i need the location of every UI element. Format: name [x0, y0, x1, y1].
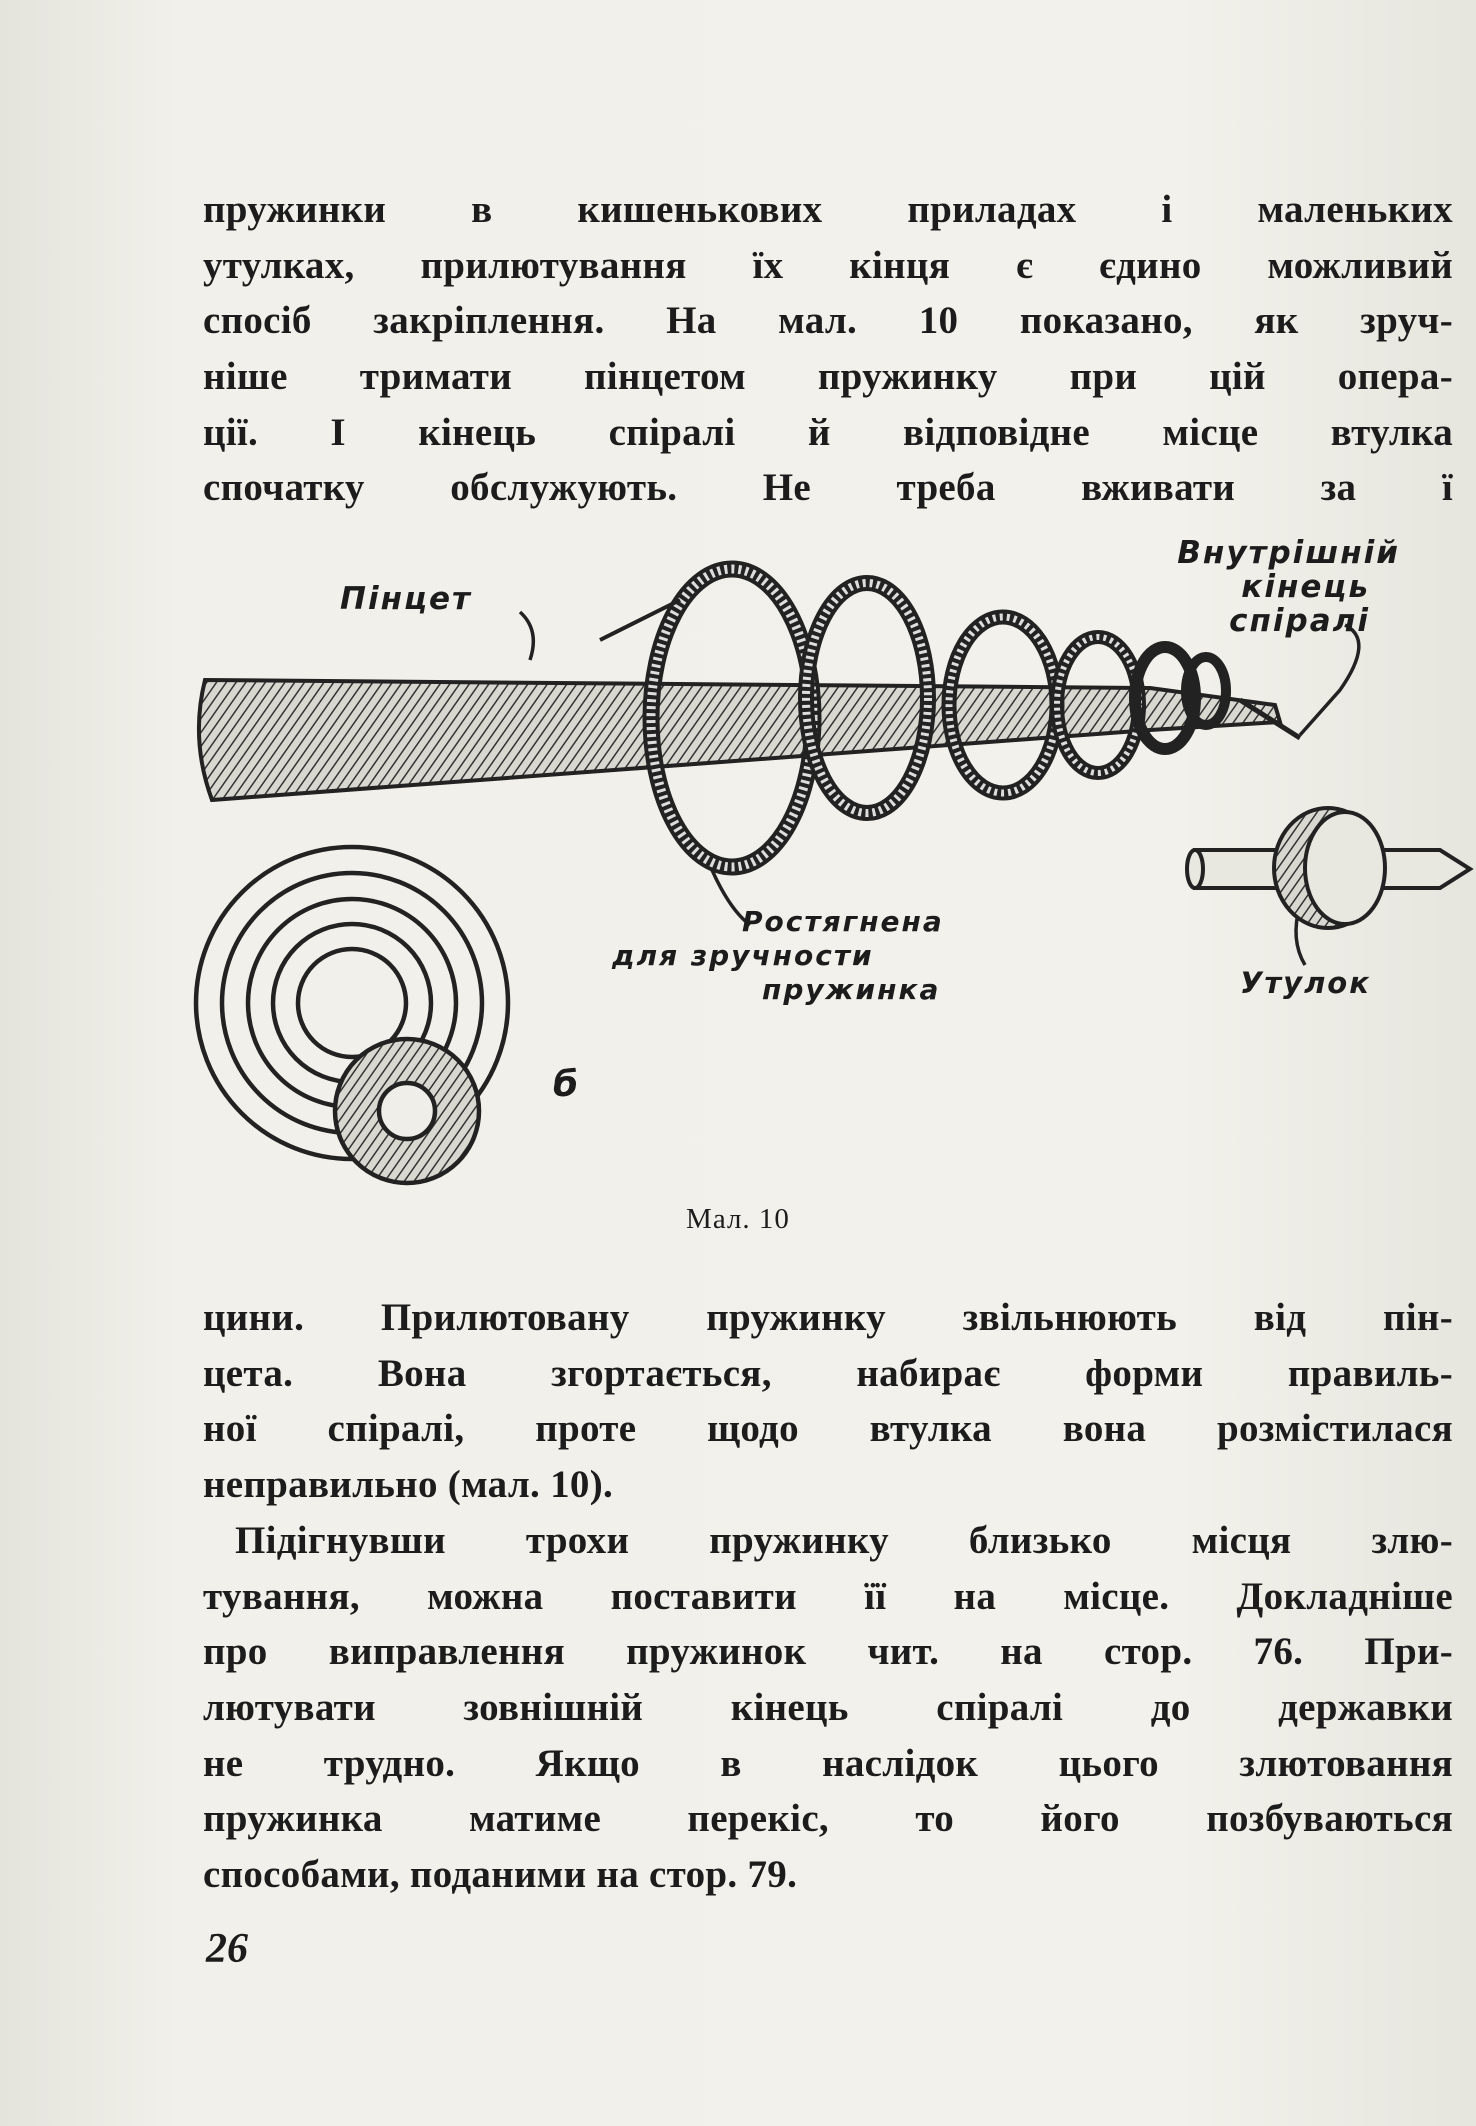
label-inner-end: Внутрішній кінець спіралі	[1110, 536, 1400, 638]
hub-drawing	[1185, 806, 1474, 930]
label-tweezers: Пінцет	[340, 581, 472, 617]
paragraph-top: пружинки в кишенькових приладах і малень…	[203, 182, 1453, 516]
text-line: цини. Прилютовану пружинку звільнюють ві…	[203, 1296, 1453, 1339]
page-number: 26	[206, 1926, 248, 1972]
text-line: неправильно (мал. 10).	[203, 1463, 614, 1507]
label-line: кінець	[1241, 569, 1370, 605]
text-line: способами, поданими на стор. 79.	[203, 1853, 798, 1897]
coiled-spring-drawing	[193, 844, 511, 1186]
paragraph-bottom: Підігнувши трохи пружинку близько місця …	[203, 1513, 1453, 1903]
label-hub: Утулок	[1240, 966, 1371, 1000]
text-line: тування, можна поставити її на місце. До…	[203, 1574, 1453, 1618]
text-line: цета. Вона згортається, набирає форми пр…	[203, 1351, 1453, 1395]
text-line: пружинка матиме перекіс, то його позбува…	[203, 1797, 1453, 1841]
text-line: про виправлення пружинок чит. на стор. 7…	[203, 1630, 1453, 1674]
tweezers-drawing	[196, 677, 1302, 803]
text-line: спочатку обслужують. Не треба вживати за…	[203, 466, 1453, 510]
text-line: пружинки в кишенькових приладах і малень…	[203, 188, 1453, 231]
label-line: спіралі	[1229, 603, 1370, 639]
label-b: б	[553, 1064, 581, 1105]
stretched-spring-drawing	[599, 560, 1231, 876]
text-line: ції. І кінець спіралі й відповідне місце…	[203, 410, 1453, 454]
label-line: Ростягнена	[742, 905, 944, 938]
text-line: ної спіралі, проте щодо втулка вона розм…	[203, 1407, 1453, 1451]
label-line: Внутрішній	[1177, 535, 1400, 571]
label-line: пружинка	[762, 973, 941, 1006]
label-line: для зручности	[612, 939, 874, 972]
text-line: ніше тримати пінцетом пружинку при цій о…	[203, 355, 1453, 399]
text-line: лютувати зовнішній кінець спіралі до дер…	[203, 1686, 1453, 1730]
text-line: спосіб закріплення. На мал. 10 показано,…	[203, 299, 1453, 343]
text-line: Підігнувши трохи пружинку близько місця …	[235, 1519, 1453, 1562]
paragraph-middle: цини. Прилютовану пружинку звільнюють ві…	[203, 1290, 1453, 1513]
text-line: утулках, прилютування їх кінця є єдино м…	[203, 243, 1453, 287]
label-stretched-spring: Ростягнена для зручности пружинка	[612, 905, 1042, 1007]
figure-caption: Мал. 10	[686, 1203, 790, 1235]
text-line: не трудно. Якщо в наслідок цього злютова…	[203, 1741, 1453, 1785]
